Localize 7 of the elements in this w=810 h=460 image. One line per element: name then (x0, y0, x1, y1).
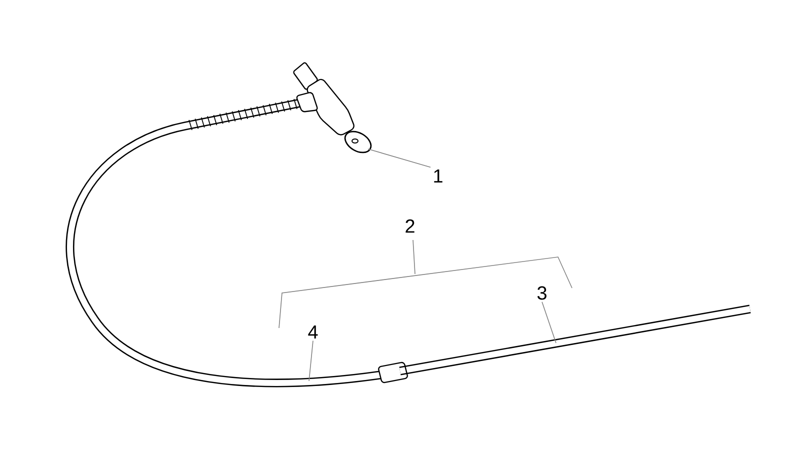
callout-number: 2 (406, 219, 414, 233)
leader-line (368, 148, 431, 168)
callout-number: 1 (434, 169, 442, 183)
leader-line (308, 340, 314, 382)
leader-line (542, 302, 556, 344)
callout-number: 4 (308, 325, 318, 339)
callout-number: 3 (537, 286, 546, 300)
